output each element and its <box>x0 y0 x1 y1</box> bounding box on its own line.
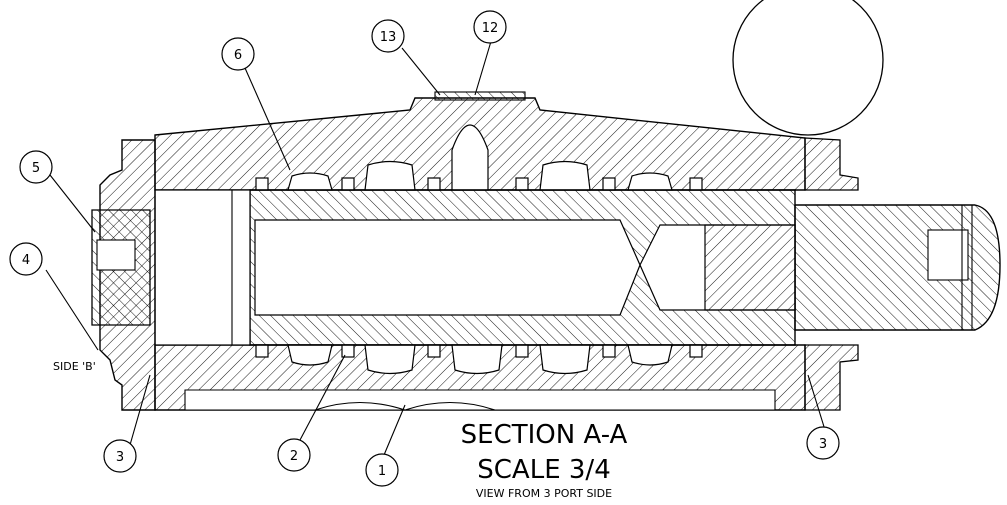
balloon-13: 13 <box>371 19 405 53</box>
svg-text:3: 3 <box>819 437 827 452</box>
right-end-cap <box>804 137 859 191</box>
balloon-12: 12 <box>473 10 507 44</box>
balloon-3-left: 3 <box>103 439 137 473</box>
side-label: SIDE 'B' <box>53 360 96 373</box>
o-rings-upper <box>255 177 703 191</box>
svg-text:12: 12 <box>482 21 499 36</box>
leader-lines <box>45 37 826 456</box>
right-rod <box>794 204 1001 331</box>
svg-text:2: 2 <box>290 449 298 464</box>
balloon-1: 1 <box>365 453 399 487</box>
left-plug-hole <box>96 239 136 271</box>
grooves-upper <box>287 160 673 191</box>
svg-text:1: 1 <box>378 464 386 479</box>
o-rings-lower <box>255 344 703 358</box>
grooves-lower <box>287 344 673 375</box>
balloon-5: 5 <box>19 150 53 184</box>
port-cavity-upper <box>451 124 489 191</box>
right-rod-insert <box>704 224 796 311</box>
balloon-4: 4 <box>9 242 43 276</box>
body-lower-arcs <box>314 401 496 411</box>
svg-text:6: 6 <box>234 48 242 63</box>
detail-circle <box>732 0 884 136</box>
svg-text:3: 3 <box>116 450 124 465</box>
spool-bore <box>254 219 641 316</box>
view-note: VIEW FROM 3 PORT SIDE <box>476 487 612 500</box>
balloon-6: 6 <box>221 37 255 71</box>
scale-label: SCALE 3/4 <box>477 455 610 485</box>
section-title: SECTION A-A <box>461 420 628 450</box>
body-lower-base <box>184 389 776 411</box>
right-rod-slot <box>927 229 969 281</box>
left-chamber <box>154 189 251 346</box>
right-end-cap-lower <box>804 344 859 411</box>
balloon-3-right: 3 <box>806 426 840 460</box>
svg-text:13: 13 <box>380 30 397 45</box>
top-fitting <box>434 91 526 101</box>
svg-text:4: 4 <box>22 253 30 268</box>
balloon-2: 2 <box>277 438 311 472</box>
svg-text:5: 5 <box>32 161 40 176</box>
